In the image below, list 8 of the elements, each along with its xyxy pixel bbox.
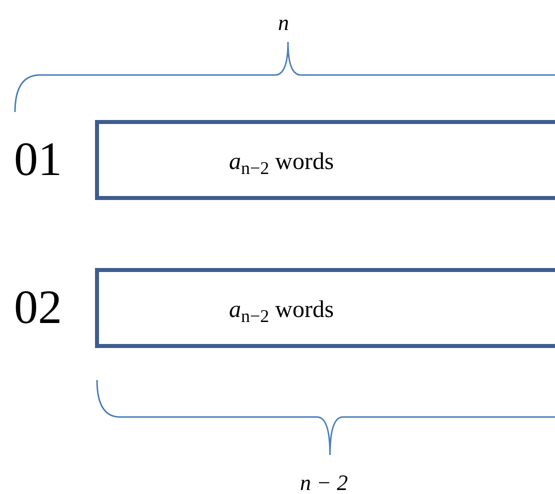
row-number: 01: [14, 136, 62, 184]
text-box: [95, 268, 555, 348]
row-number: 02: [14, 284, 62, 332]
text-box: [95, 120, 555, 200]
brace-label: n − 2: [300, 469, 348, 494]
box-text: a$_{n−2}$ words: [229, 296, 334, 328]
brace-label: n: [278, 9, 289, 37]
box-text: a$_{n−2}$ words: [229, 148, 334, 180]
